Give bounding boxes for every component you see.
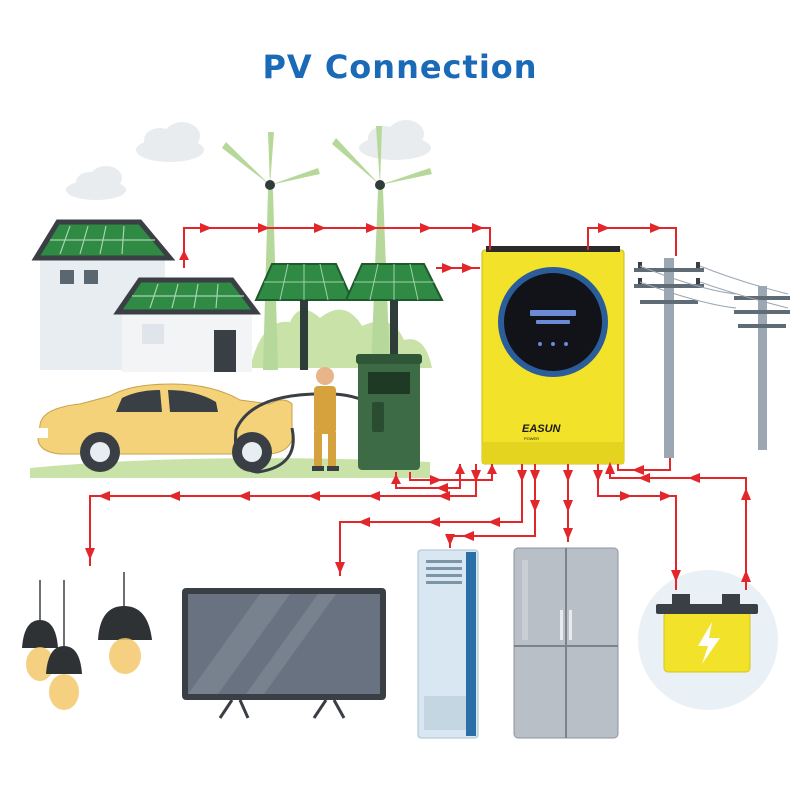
cloud-icon — [66, 166, 126, 200]
power-lines — [639, 265, 789, 309]
ev-charger-station — [356, 354, 422, 470]
television — [182, 588, 386, 719]
diagram-title: PV Connection — [262, 48, 538, 86]
battery — [638, 570, 778, 710]
refrigerator — [513, 547, 619, 739]
house — [113, 277, 261, 372]
flow-arrows — [85, 223, 751, 582]
solar-panel — [344, 263, 444, 370]
worker-person — [312, 367, 339, 471]
inverter-brand-logo: EASUN — [522, 423, 562, 435]
cloud-icon — [359, 120, 431, 160]
lightning-bolt-icon — [698, 622, 720, 664]
utility-pole — [734, 286, 790, 450]
svg-text:POWER: POWER — [524, 436, 539, 441]
house — [31, 219, 176, 370]
hybrid-inverter: EASUN POWER — [481, 246, 625, 465]
solar-panel — [254, 263, 354, 370]
cloud-icon — [136, 122, 204, 162]
pendant-lamp — [46, 580, 82, 710]
utility-pole — [634, 258, 704, 458]
charging-cable — [233, 392, 373, 474]
air-conditioner — [417, 549, 479, 739]
pendant-lamp — [98, 572, 152, 674]
electric-car — [36, 383, 293, 472]
